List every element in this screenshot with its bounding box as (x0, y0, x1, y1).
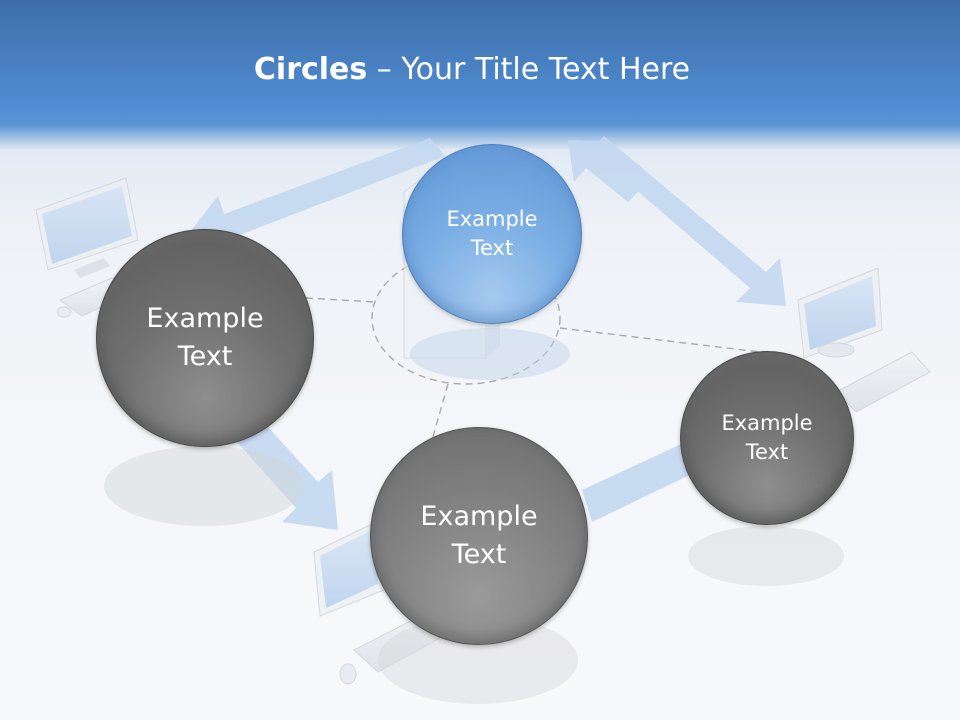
dashed-connectors (305, 251, 761, 441)
arrow-to-left-computer (190, 138, 445, 256)
circle-left-line2: Text (177, 341, 233, 372)
circle-top-line2: Text (470, 236, 514, 260)
circle-bottom-line1: Example (420, 501, 538, 533)
arrow-to-bottom-computer (228, 416, 338, 530)
circle-top-line1: Example (446, 206, 538, 231)
circle-bottom[interactable]: Example Text (370, 427, 588, 645)
dashed-line-bottom (431, 383, 449, 441)
arrow-bottom-to-right (582, 440, 700, 522)
circle-right-line1: Example (721, 410, 813, 435)
circle-reflections (104, 328, 844, 704)
dashed-line-right (559, 327, 761, 353)
dashed-ellipse (371, 251, 561, 385)
circle-right-line2: Text (745, 440, 789, 464)
title-bold: Circles (253, 52, 368, 87)
bottom-computer-icon (313, 519, 463, 685)
title-rest: – Your Title Text Here (367, 52, 691, 87)
circle-right[interactable]: Example Text (680, 351, 854, 525)
circle-left[interactable]: Example Text (96, 229, 314, 447)
circle-top[interactable]: Example Text (402, 144, 582, 324)
circle-left-line1: Example (146, 303, 264, 335)
arrow-to-top (568, 140, 640, 202)
circle-bottom-line2: Text (451, 539, 507, 570)
arrow-to-right-computer (590, 136, 786, 306)
page-title: Circles – Your Title Text Here (0, 52, 944, 87)
right-computer-icon (797, 267, 931, 413)
connection-arrows (190, 136, 786, 530)
dashed-line-left (305, 297, 375, 303)
